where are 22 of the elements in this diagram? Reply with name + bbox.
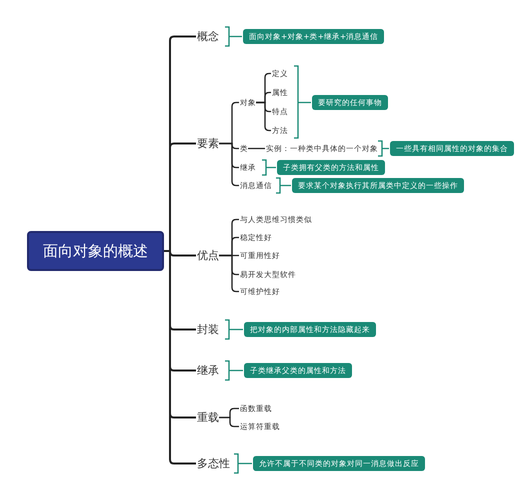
branch-line [248,148,265,150]
topic-label: 封装 [197,322,219,336]
summary-bracket [261,159,277,176]
summary-bracket [224,26,243,47]
root-topic-box: 面向对象的概述 [27,231,164,271]
branch-line [219,142,239,186]
topic-label: 概念 [197,30,219,43]
branch-line [256,102,271,132]
summary-bracket [224,319,244,340]
topic-label: 继承 [197,364,219,377]
branch-line [164,250,196,464]
branch-line [219,254,239,292]
summary-bracket [275,177,292,194]
topic-label: 优点 [197,248,219,262]
branch-line [219,416,239,428]
summary-bracket [377,140,390,157]
topic-label: 重载 [197,410,219,424]
summary-bracket [233,453,253,474]
summary-bracket [293,65,312,139]
topic-label: 要素 [197,136,219,150]
summary-bracket [224,360,244,381]
topic-label: 多态性 [197,456,230,470]
